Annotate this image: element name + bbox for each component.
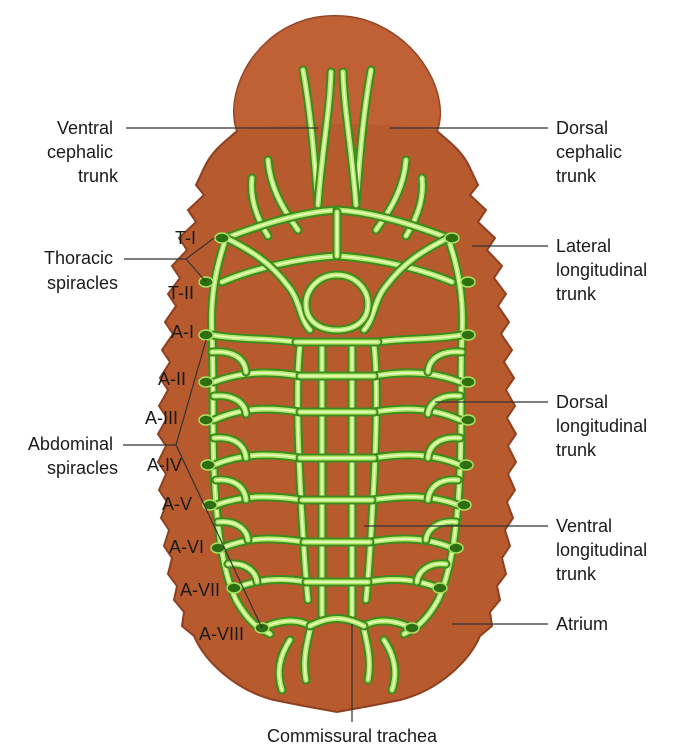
segment-label-t1: T-I <box>175 228 196 248</box>
spiracle-right-2 <box>461 330 475 340</box>
spiracle-left-0 <box>215 233 229 243</box>
spiracle-left-5 <box>201 460 215 470</box>
label-atrium: Atrium <box>556 614 608 634</box>
spiracle-right-9 <box>405 623 419 633</box>
spiracle-right-0 <box>445 233 459 243</box>
spiracle-right-6 <box>457 500 471 510</box>
label-dorsal-cephalic: Dorsal cephalic trunk <box>556 118 627 186</box>
segment-label-t2: T-II <box>168 283 194 303</box>
segment-label-a7: A-VII <box>180 580 220 600</box>
spiracle-left-2 <box>199 330 213 340</box>
segment-label-a8: A-VIII <box>199 624 244 644</box>
segment-label-a3: A-III <box>145 408 178 428</box>
label-ventral-longitudinal: Ventral longitudinal trunk <box>556 516 652 584</box>
segment-label-a6: A-VI <box>169 537 204 557</box>
spiracle-right-7 <box>449 543 463 553</box>
label-commissural-trachea: Commissural trachea <box>267 726 438 746</box>
segment-label-a1: A-I <box>171 322 194 342</box>
label-lateral-longitudinal: Lateral longitudinal trunk <box>556 236 652 304</box>
spiracle-left-4 <box>199 415 213 425</box>
head-shield <box>234 16 440 131</box>
spiracle-right-3 <box>461 377 475 387</box>
label-abdominal-spiracles: Abdominal spiracles <box>28 434 118 478</box>
segment-label-a2: A-II <box>158 369 186 389</box>
label-thoracic-spiracles: Thoracic spiracles <box>44 248 118 293</box>
label-ventral-cephalic: Ventral cephalic trunk <box>47 118 119 186</box>
label-dorsal-longitudinal: Dorsal longitudinal trunk <box>556 392 652 460</box>
spiracle-right-4 <box>461 415 475 425</box>
spiracle-right-5 <box>459 460 473 470</box>
spiracle-left-3 <box>199 377 213 387</box>
spiracle-left-8 <box>227 583 241 593</box>
spiracle-right-1 <box>461 277 475 287</box>
spiracle-right-8 <box>433 583 447 593</box>
spiracle-left-6 <box>203 500 217 510</box>
segment-label-a5: A-V <box>162 494 192 514</box>
segment-label-a4: A-IV <box>147 455 182 475</box>
